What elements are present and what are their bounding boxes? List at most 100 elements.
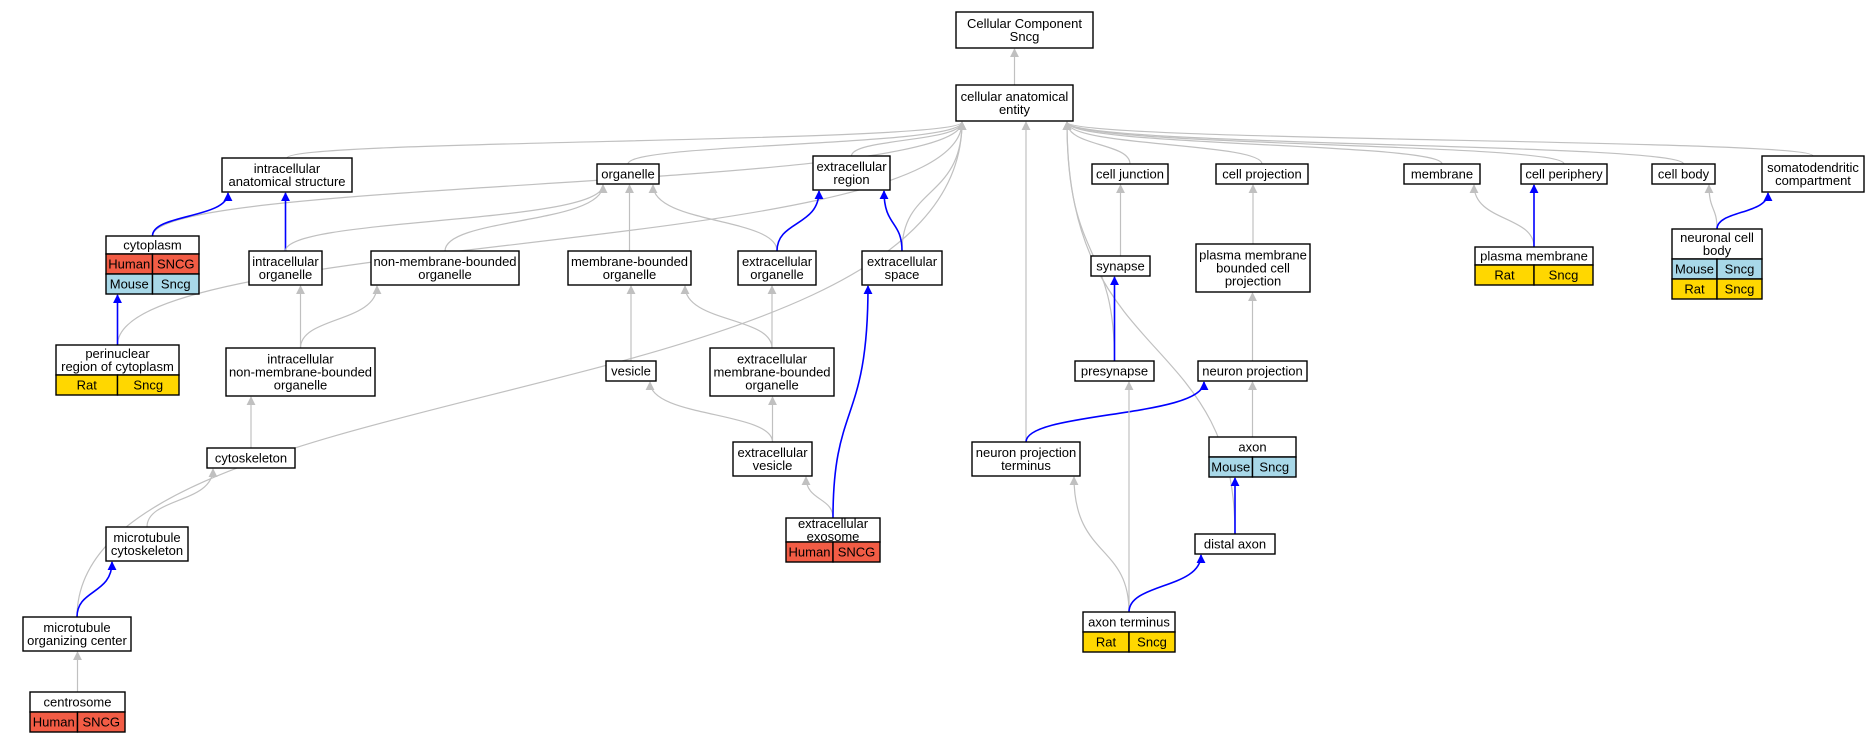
- gene-cell: [832, 541, 881, 563]
- node-label: cell projection: [1222, 167, 1302, 182]
- node-box: [605, 360, 657, 382]
- node-label: cytoskeleton: [111, 543, 183, 558]
- node-label: perinuclear: [85, 346, 150, 361]
- node-label: intracellular: [252, 254, 319, 269]
- gene-label: SNCG: [157, 257, 195, 272]
- node-box: [1215, 163, 1309, 185]
- edge-mtoc-to-mtcyto: [76, 561, 117, 618]
- edge-exorg-to-organelle: [648, 184, 778, 252]
- edge-cytoplasm-to-cae: [151, 121, 967, 237]
- gene-cell: [116, 374, 180, 396]
- species-label: Human: [108, 257, 150, 272]
- node-cytoskel[interactable]: cytoskeleton: [206, 447, 296, 469]
- node-vesicle[interactable]: vesicle: [605, 360, 657, 382]
- node-label: entity: [999, 102, 1031, 117]
- node-cellperi[interactable]: cell periphery: [1520, 163, 1608, 185]
- node-celljunc[interactable]: cell junction: [1091, 163, 1169, 185]
- node-label: cellular anatomical: [961, 89, 1069, 104]
- node-synapse[interactable]: synapse: [1090, 255, 1151, 277]
- node-box: [1091, 163, 1169, 185]
- node-cellproj[interactable]: cell projection: [1215, 163, 1309, 185]
- node-label: body: [1703, 243, 1732, 258]
- node-label: anatomical structure: [228, 174, 345, 189]
- node-label: bounded cell: [1216, 261, 1290, 276]
- node-distalaxon[interactable]: distal axon: [1194, 533, 1276, 555]
- node-label: vesicle: [753, 458, 793, 473]
- node-inmbo[interactable]: intracellularnon-membrane-boundedorganel…: [225, 347, 376, 397]
- node-label: centrosome: [44, 695, 112, 710]
- node-label: organizing center: [27, 633, 127, 648]
- node-label: organelle: [750, 267, 804, 282]
- node-label: cell junction: [1096, 167, 1164, 182]
- edge-exves-to-vesicle: [645, 381, 774, 443]
- species-label: Mouse: [1675, 262, 1714, 277]
- node-label: neuronal cell: [1680, 230, 1754, 245]
- edges-layer: [73, 48, 1814, 692]
- gene-cell: [151, 273, 200, 295]
- node-label: exosome: [807, 529, 860, 544]
- node-label: vesicle: [611, 364, 651, 379]
- gene-label: Sncg: [1259, 460, 1289, 475]
- edge-cellproj-to-cae: [1062, 121, 1263, 165]
- node-label: cytoplasm: [123, 238, 182, 253]
- node-box: [1403, 163, 1481, 185]
- gene-label: SNCG: [838, 545, 876, 560]
- node-box: [955, 84, 1074, 122]
- node-presyn[interactable]: presynapse: [1074, 360, 1155, 382]
- node-label: presynapse: [1081, 364, 1148, 379]
- node-label: compartment: [1775, 173, 1851, 188]
- node-label: extracellular: [737, 352, 808, 367]
- node-neuproj[interactable]: neuron projection: [1197, 360, 1308, 382]
- gene-label: Sncg: [133, 378, 163, 393]
- node-label: organelle: [745, 378, 799, 393]
- node-label: extracellular: [798, 516, 869, 531]
- node-cellbody[interactable]: cell body: [1651, 163, 1716, 185]
- node-label: plasma membrane: [1199, 248, 1307, 263]
- node-box: [22, 616, 132, 652]
- node-membrane[interactable]: membrane: [1403, 163, 1481, 185]
- node-organelle[interactable]: organelle: [596, 163, 660, 185]
- node-box: [1651, 163, 1716, 185]
- node-label: cell body: [1658, 167, 1710, 182]
- gene-label: Sncg: [1137, 635, 1167, 650]
- node-box: [221, 157, 353, 193]
- species-label: Mouse: [110, 277, 149, 292]
- species-label: Rat: [1684, 282, 1705, 297]
- node-box: [785, 517, 881, 543]
- node-label: non-membrane-bounded: [229, 365, 372, 380]
- species-label: Human: [33, 715, 75, 730]
- edge-exspace-to-exreg: [879, 190, 903, 252]
- node-box: [1074, 360, 1155, 382]
- edge-exspace-to-cae: [901, 121, 967, 252]
- species-label: Human: [789, 545, 831, 560]
- gene-cell: [76, 711, 126, 733]
- node-box: [732, 441, 813, 477]
- edge-presyn-to-cae: [1062, 121, 1116, 362]
- node-box: [567, 250, 692, 286]
- node-label: synapse: [1096, 259, 1144, 274]
